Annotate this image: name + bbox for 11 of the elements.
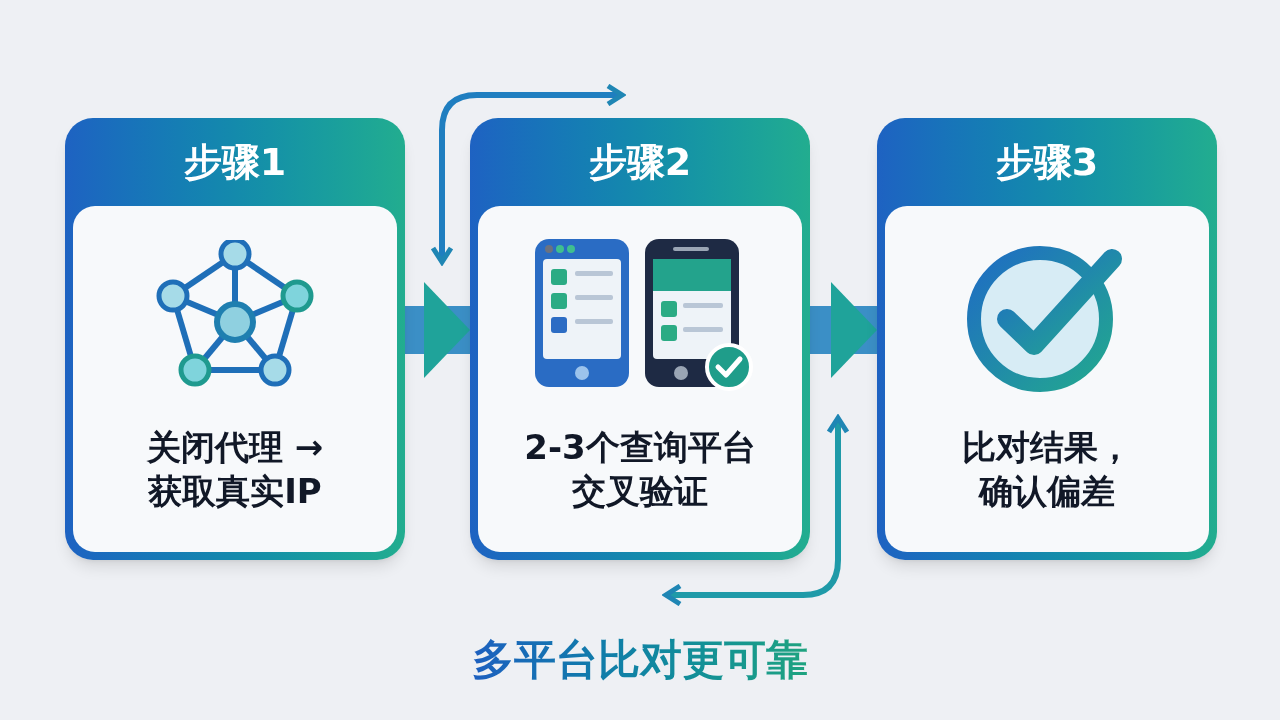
step-card [470, 118, 810, 560]
step-heading: 步骤1 [183, 138, 287, 186]
flow-arrow [405, 282, 470, 378]
step-card [877, 118, 1217, 560]
flow-arrow [810, 282, 877, 378]
step-card [65, 118, 405, 560]
step-description: 关闭代理 → 获取真实IP [145, 426, 325, 514]
step-heading: 步骤2 [588, 138, 692, 186]
step-heading: 步骤3 [995, 138, 1099, 186]
step-description: 比对结果，确认偏差 [961, 426, 1133, 514]
step-description: 2-3个查询平台交叉验证 [523, 426, 757, 514]
